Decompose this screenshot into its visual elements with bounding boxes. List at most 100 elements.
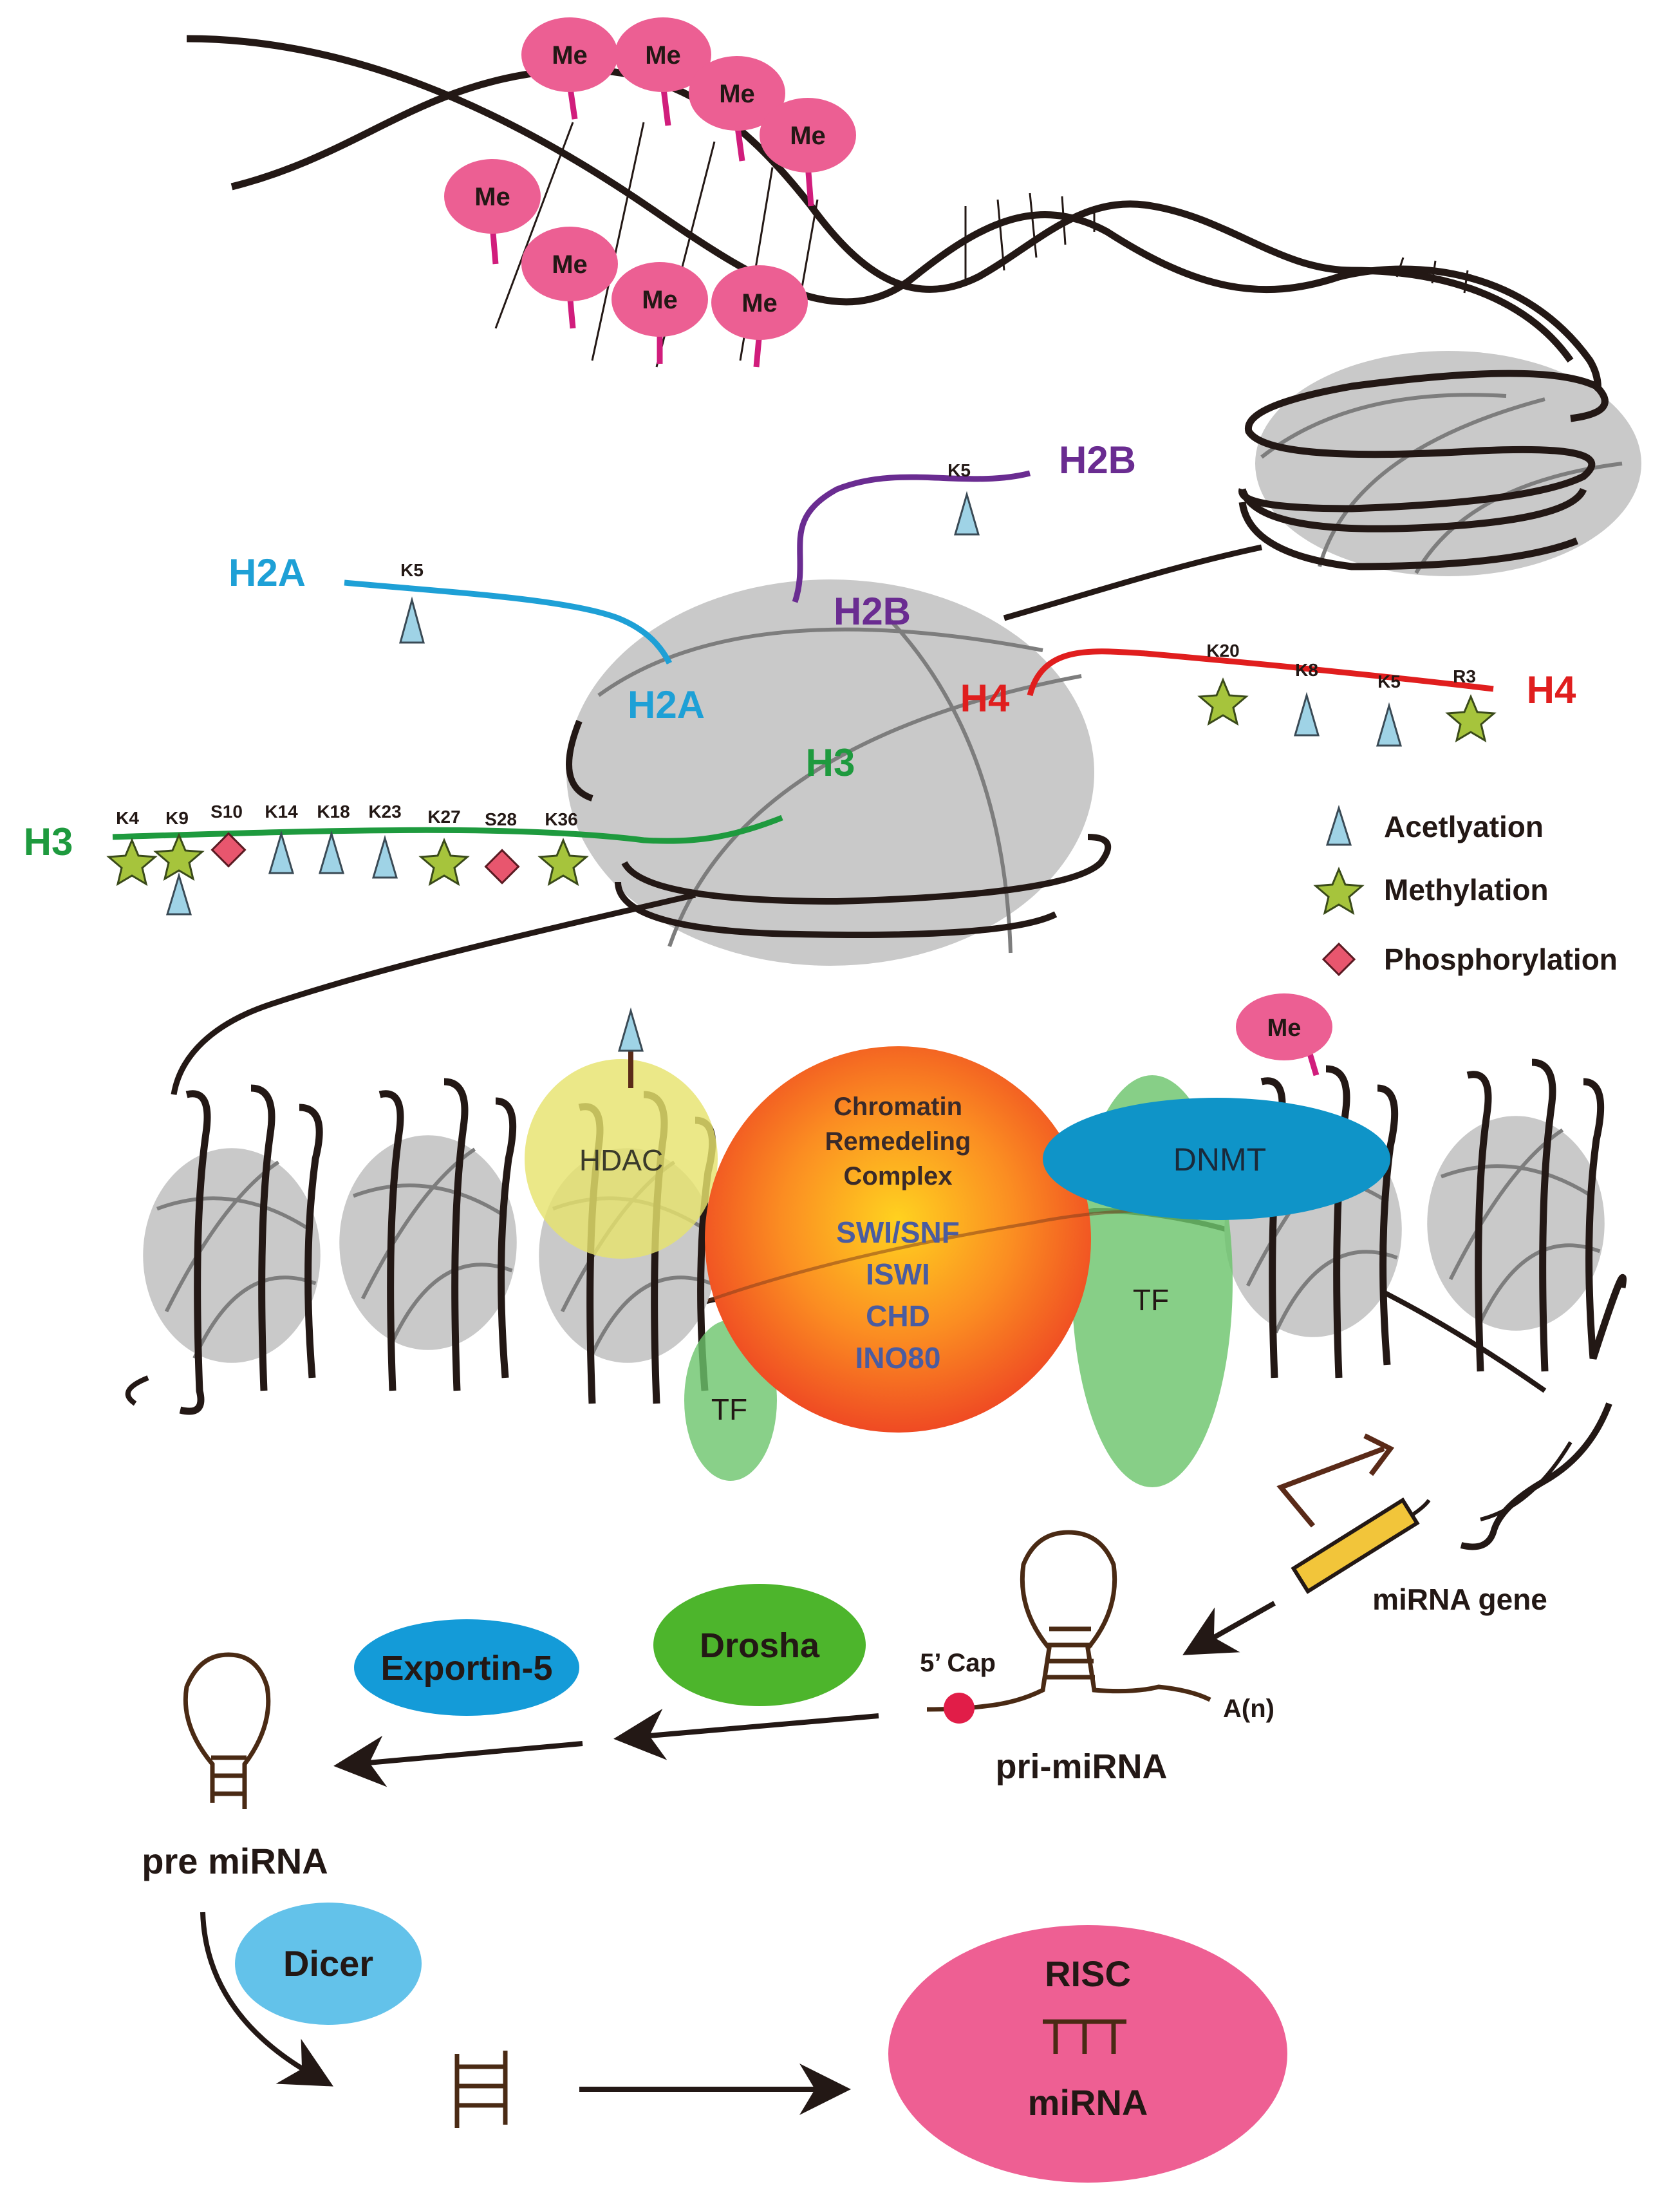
acetylation-mark [268, 830, 295, 874]
pri-mirna: 5’ Cap A(n) pri-miRNA [920, 1530, 1274, 1786]
arrow-gene-to-pri [1182, 1601, 1276, 1655]
dicer-label: Dicer [283, 1943, 373, 1984]
dnmt-label: DNMT [1173, 1142, 1266, 1178]
complex-family-ino80: INO80 [855, 1341, 941, 1375]
phosphorylation-mark [210, 832, 247, 868]
legend-methylation-label: Methylation [1384, 873, 1549, 907]
h4-site-k20: K20 [1206, 641, 1239, 661]
methylation-mark [1197, 677, 1249, 726]
me-label: Me [645, 41, 681, 70]
risc [888, 1925, 1287, 2183]
h3-tail-label: H3 [24, 820, 73, 863]
h4-tail-label: H4 [1527, 668, 1576, 711]
me-label: Me [742, 289, 778, 317]
h2b-tail [792, 470, 1031, 603]
acetylation-mark [371, 834, 398, 879]
tf-left-label: TF [711, 1393, 747, 1426]
nucleosome-2 [339, 1135, 517, 1350]
complex-title-line-3: Complex [844, 1162, 953, 1190]
pri-mirna-label: pri-miRNA [996, 1747, 1168, 1786]
legend-phosphorylation-label: Phosphorylation [1384, 943, 1618, 976]
me-label: Me [790, 122, 826, 150]
me-label: Me [552, 250, 588, 279]
legend-phosphorylation-icon [1321, 942, 1356, 977]
methyl-mark: Me [611, 262, 708, 364]
h2a-site-label: K5 [400, 560, 424, 580]
polya-label: A(n) [1223, 1695, 1274, 1723]
h3-site-s28: S28 [485, 809, 517, 829]
h4-tail [1027, 648, 1494, 697]
tf-right-label: TF [1133, 1283, 1169, 1317]
arrow-pri-to-drosha [613, 1708, 879, 1760]
cap-label: 5’ Cap [920, 1649, 996, 1677]
methylation-mark [153, 832, 205, 881]
h3-site-k36: K36 [545, 809, 577, 829]
h4-site-k5: K5 [1377, 672, 1401, 691]
mirna-duplex [454, 2051, 508, 2128]
methyl-mark: Me [760, 98, 856, 207]
acetylation-mark [954, 491, 980, 536]
me-label: Me [719, 80, 755, 108]
complex-family-iswi: ISWI [866, 1257, 930, 1291]
legend-methylation-icon [1313, 867, 1365, 916]
h2b-site-label: K5 [947, 460, 971, 480]
nucleosome-1 [143, 1148, 321, 1363]
complex-family-swi-snf: SWI/SNF [836, 1216, 960, 1249]
complex-title-line-2: Remedeling [825, 1127, 971, 1156]
acetylation-mark [1376, 702, 1402, 747]
h3-site-k18: K18 [317, 802, 350, 822]
drosha [653, 1584, 866, 1706]
methylation-mark [418, 838, 470, 887]
linker-dna [1003, 544, 1262, 621]
pre-mirna-label: pre miRNA [142, 1841, 328, 1881]
h3-site-k4: K4 [116, 808, 139, 828]
mirna-gene: miRNA gene [1276, 1433, 1547, 1616]
cap-dot [944, 1693, 975, 1724]
exportin-5 [354, 1619, 579, 1716]
h2a-tail-label: H2A [229, 551, 306, 594]
h2a-tail [344, 579, 673, 665]
h3-sites: K4 K9 S10 K14 K18 K23 K27 S28 K36 [106, 802, 589, 916]
h4-sites: K20 K8 K5 R3 [1197, 641, 1497, 747]
dnmt-methyl-mark [1236, 993, 1332, 1060]
acetylation-mark [618, 1007, 644, 1052]
methyl-mark: Me [521, 17, 618, 120]
legend: Acetlyation Methylation Phosphorylation [1313, 805, 1618, 977]
methyl-mark: Me [444, 159, 541, 265]
dna-to-gene [1460, 1402, 1612, 1550]
dnmt [1043, 1098, 1390, 1220]
dicer [235, 1903, 422, 2025]
dna-helix [186, 35, 1601, 440]
chromatin-remodeling-complex [705, 1046, 1091, 1433]
complex-title-line-1: Chromatin [834, 1093, 962, 1121]
methyl-mark: Me [711, 265, 808, 368]
arrow-to-pre [333, 1735, 583, 1787]
nucleosome-5 [1427, 1116, 1605, 1331]
acetylation-mark [399, 596, 425, 644]
methylation-mark [1445, 694, 1497, 743]
phosphorylation-mark [484, 849, 520, 885]
h2a-core-label: H2A [628, 683, 705, 726]
dna-methyl-groups: Me Me Me Me Me Me Me [444, 17, 856, 368]
me-label: Me [474, 183, 510, 211]
h3-site-s10: S10 [210, 802, 243, 822]
h4-core-label: H4 [960, 677, 1010, 720]
h4-site-k8: K8 [1295, 660, 1318, 680]
me-label: Me [642, 286, 678, 314]
nucleosome-top-right [1238, 351, 1641, 576]
h3-core-label: H3 [806, 741, 855, 784]
risc-mirna-label: miRNA [1028, 2082, 1148, 2123]
methyl-mark: Me [521, 227, 618, 329]
h2b-core-label: H2B [834, 590, 911, 633]
mirna-gene-label: miRNA gene [1372, 1583, 1547, 1616]
legend-acetylation-icon [1325, 805, 1352, 846]
acetylation-mark [165, 872, 192, 916]
hdac [525, 1059, 718, 1259]
hdac-label: HDAC [579, 1143, 663, 1177]
methylation-mark [106, 838, 158, 887]
methyl-mark: Me [689, 56, 785, 162]
complex-family-chd: CHD [866, 1299, 930, 1333]
h2b-tail-label: H2B [1059, 438, 1136, 482]
h3-site-k9: K9 [165, 808, 189, 828]
